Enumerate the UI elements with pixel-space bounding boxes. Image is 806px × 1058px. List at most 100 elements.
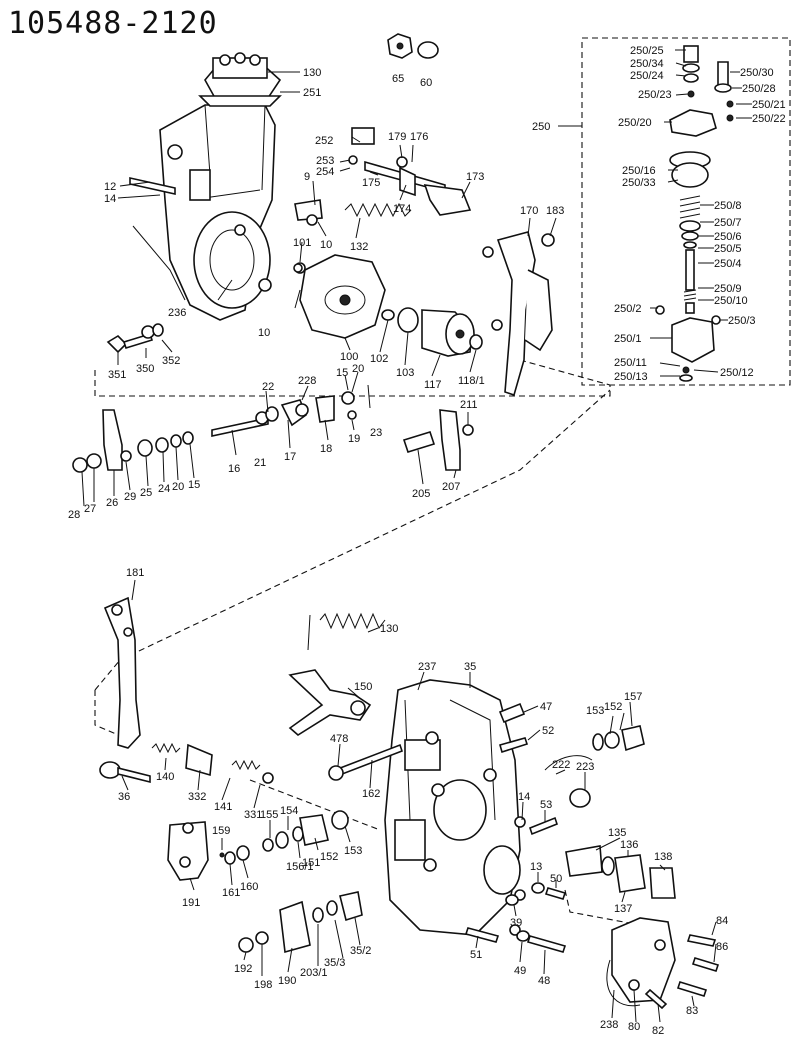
label-17: 17	[284, 451, 296, 463]
bracket-191	[167, 821, 209, 881]
lever-150	[288, 669, 372, 736]
label-162: 162	[362, 788, 380, 800]
ring-222	[544, 755, 593, 771]
nut-49	[516, 930, 530, 942]
label-35-2: 35/2	[350, 945, 371, 957]
label-10-upper: 10	[320, 239, 332, 251]
label-118-1: 118/1	[458, 375, 485, 387]
label-250-1: 250/1	[614, 333, 642, 345]
label-174: 174	[393, 203, 411, 215]
bolt-head-478	[328, 765, 344, 781]
label-161: 161	[222, 887, 240, 899]
label-223: 223	[576, 761, 594, 773]
label-179: 179	[388, 131, 406, 143]
nut-65	[387, 33, 439, 59]
label-250-16: 250/16	[622, 165, 656, 177]
label-21: 21	[254, 457, 266, 469]
label-250-6: 250/6	[714, 231, 742, 243]
label-136: 136	[620, 839, 638, 851]
label-18: 18	[320, 443, 332, 455]
label-80: 80	[628, 1021, 640, 1033]
label-250-9: 250/9	[714, 283, 742, 295]
label-250-5: 250/5	[714, 243, 742, 255]
bolt-351	[106, 323, 164, 354]
label-135: 135	[608, 827, 626, 839]
plate-190	[238, 900, 311, 954]
label-192: 192	[234, 963, 252, 975]
governor-cover-130	[198, 52, 282, 107]
label-22: 22	[262, 381, 274, 393]
label-203-1: 203/1	[300, 967, 328, 979]
label-51: 51	[470, 949, 482, 961]
tension-lever-170	[482, 231, 555, 397]
link-dash-2	[94, 389, 611, 691]
label-478: 478	[330, 733, 348, 745]
spring-hook	[307, 614, 311, 651]
label-352: 352	[162, 355, 180, 367]
label-190: 190	[278, 975, 296, 987]
label-238: 238	[600, 1019, 618, 1031]
label-12: 12	[104, 181, 116, 193]
label-250-23: 250/23	[638, 89, 672, 101]
label-137: 137	[614, 903, 632, 915]
label-24: 24	[158, 483, 170, 495]
pump-housing-35	[384, 679, 526, 936]
label-250-25: 250/25	[630, 45, 664, 57]
part-labels: 130 251 65 60 250 250/25 250/34 250/24 2…	[68, 45, 786, 1037]
bolt-52	[499, 737, 529, 754]
label-36: 36	[118, 791, 130, 803]
bolt-51	[464, 927, 500, 943]
label-84: 84	[716, 915, 728, 927]
valve-35-2	[312, 891, 363, 923]
link-dash-1	[519, 359, 611, 386]
label-130: 130	[303, 67, 321, 79]
label-151: 151	[302, 857, 320, 869]
label-159: 159	[212, 825, 230, 837]
parts-161-160	[219, 845, 250, 865]
label-47: 47	[540, 701, 552, 713]
label-48: 48	[538, 975, 550, 987]
flyweight-holder-100	[294, 254, 386, 339]
label-252: 252	[315, 135, 333, 147]
stud-48	[526, 935, 567, 953]
label-250-7: 250/7	[714, 217, 742, 229]
subassembly-250-parts	[655, 45, 734, 382]
label-130-lower: 130	[380, 623, 398, 635]
label-350: 350	[136, 363, 154, 375]
label-82: 82	[652, 1025, 664, 1037]
label-250-24: 250/24	[630, 70, 664, 82]
label-39: 39	[510, 917, 522, 929]
label-60: 60	[420, 77, 432, 89]
label-250-30: 250/30	[740, 67, 774, 79]
label-19: 19	[348, 433, 360, 445]
label-28: 28	[68, 509, 80, 521]
label-222: 222	[552, 759, 570, 771]
label-152-lower: 152	[320, 851, 338, 863]
spring-130	[319, 612, 386, 630]
label-250-34: 250/34	[630, 58, 664, 70]
label-250-22: 250/22	[752, 113, 786, 125]
washer-102	[381, 309, 395, 321]
label-103: 103	[396, 367, 414, 379]
label-176: 176	[410, 131, 428, 143]
governor-housing	[159, 104, 276, 321]
spring-132	[344, 202, 412, 218]
label-138: 138	[654, 851, 672, 863]
label-160: 160	[240, 881, 258, 893]
label-9: 9	[304, 171, 310, 183]
leader-lines	[81, 49, 752, 1023]
label-251: 251	[303, 87, 321, 99]
label-175: 175	[362, 177, 380, 189]
label-332: 332	[188, 791, 206, 803]
label-102: 102	[370, 353, 388, 365]
label-236: 236	[168, 307, 186, 319]
label-250-28: 250/28	[742, 83, 776, 95]
nut-39	[505, 894, 519, 906]
label-191: 191	[182, 897, 200, 909]
bolt-12	[129, 177, 176, 195]
label-250-10: 250/10	[714, 295, 748, 307]
label-50: 50	[550, 873, 562, 885]
label-25: 25	[140, 487, 152, 499]
label-228: 228	[298, 375, 316, 387]
